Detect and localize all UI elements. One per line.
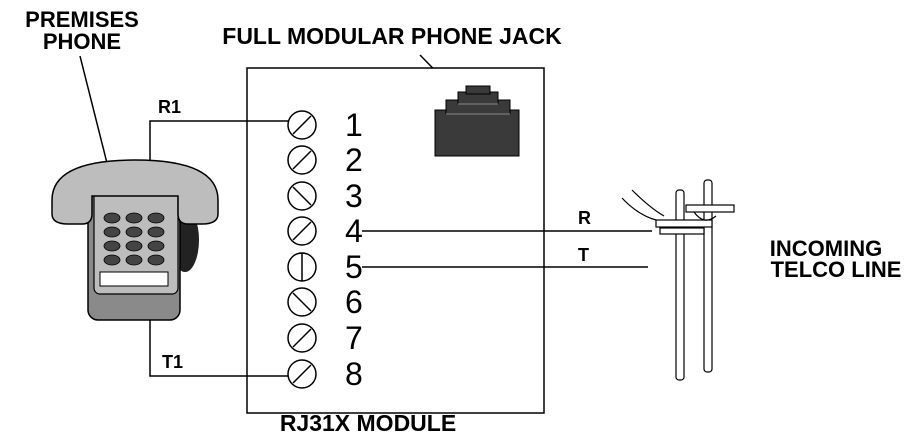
terminal-number-6: 6: [345, 284, 363, 320]
terminal-screws: [287, 110, 317, 389]
premises-phone-label-1: PREMISES: [25, 7, 139, 32]
terminal-number-4: 4: [345, 213, 363, 249]
terminal-number-2: 2: [345, 142, 363, 178]
telco-line-icon: [621, 179, 735, 381]
terminal-number-7: 7: [345, 320, 363, 356]
terminal-number-3: 3: [345, 178, 363, 214]
t1-wire: [149, 318, 288, 377]
incoming-label-2: TELCO LINE: [771, 257, 902, 282]
r1-wire: [149, 120, 288, 168]
terminal-number-5: 5: [345, 249, 363, 285]
r-label: R: [578, 208, 591, 228]
phone-leader-line: [79, 55, 111, 176]
terminal-number-8: 8: [345, 356, 363, 392]
incoming-label-1: INCOMING: [770, 236, 882, 261]
t-label: T: [578, 245, 589, 265]
modular-jack-icon: [434, 85, 520, 157]
terminal-number-1: 1: [345, 107, 363, 143]
phone-icon: [51, 159, 219, 321]
premises-phone-label-2: PHONE: [43, 29, 121, 54]
module-label: RJ31X MODULE: [280, 410, 456, 436]
t1-label: T1: [162, 352, 183, 372]
r1-label: R1: [158, 97, 181, 117]
jack-label: FULL MODULAR PHONE JACK: [222, 23, 562, 49]
